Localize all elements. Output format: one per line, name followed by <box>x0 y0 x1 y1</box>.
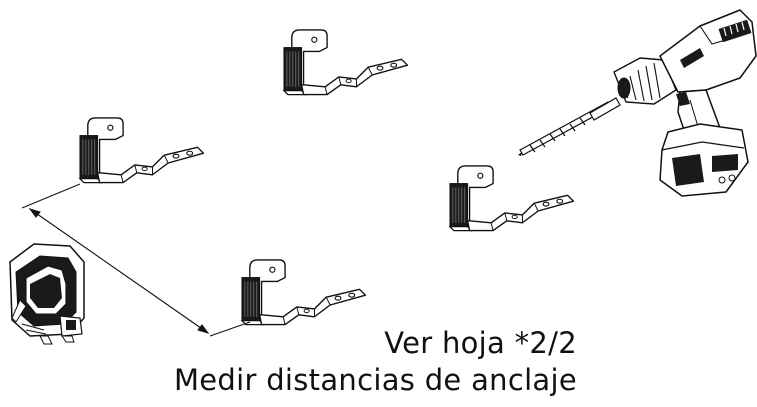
roof-hook-bracket-right <box>449 165 575 232</box>
roof-hook-bracket-bottom <box>241 259 367 326</box>
dimension-arrow <box>21 183 251 337</box>
cordless-drill-icon <box>613 9 757 197</box>
sheet-reference-text: Ver hoja *2/2 <box>384 326 577 360</box>
tape-measure-icon <box>9 243 85 345</box>
instruction-caption: Medir distancias de anclaje <box>173 363 577 397</box>
roof-hook-bracket-top <box>283 29 409 96</box>
roof-hook-bracket-left <box>79 117 205 184</box>
drill-bit-icon <box>518 97 621 156</box>
